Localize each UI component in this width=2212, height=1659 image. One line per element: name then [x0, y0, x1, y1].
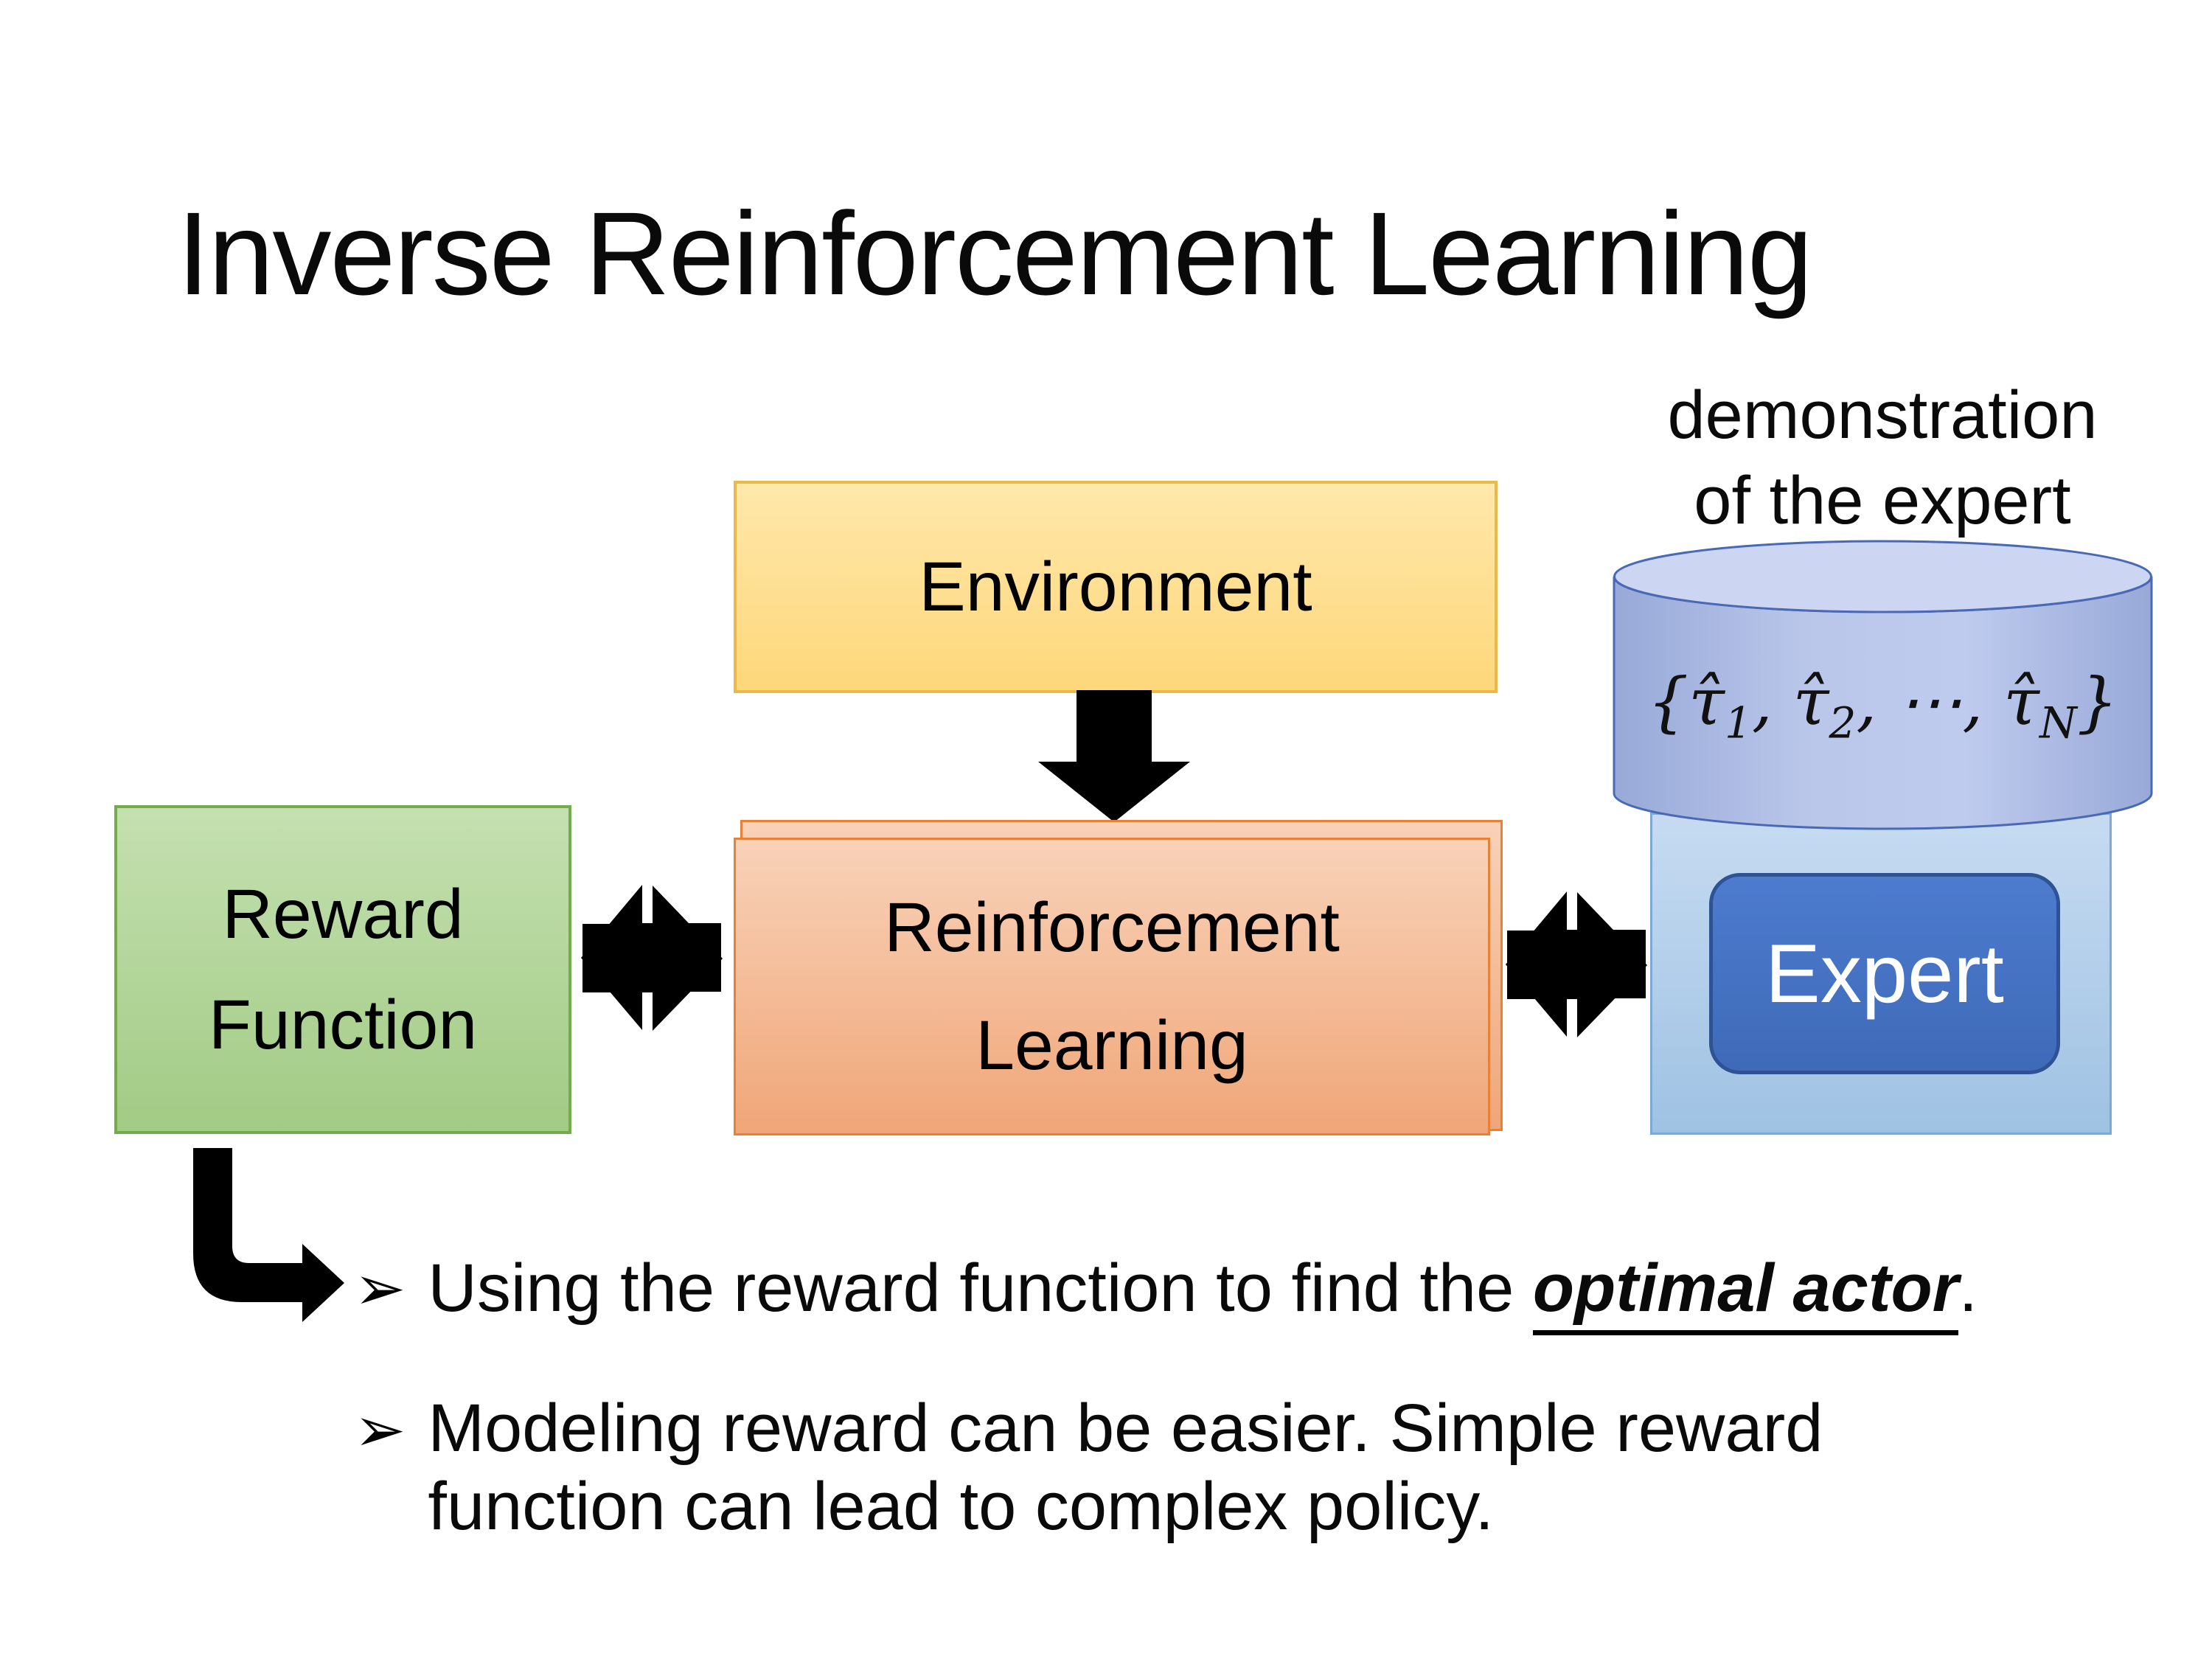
double-arrow-right-icon: [1506, 891, 1647, 1037]
bullet-2-marker-icon: ➢: [354, 1394, 406, 1466]
trajectory-set-label: {τ̂1, τ̂2, ⋯, τ̂N}: [1612, 664, 2154, 745]
bullet-1-pre: Using the reward function to find the: [428, 1251, 1533, 1326]
environment-label: Environment: [919, 547, 1312, 626]
bullet-1-marker-icon: ➢: [354, 1252, 406, 1324]
math-open-brace: {: [1647, 664, 1689, 740]
math-dots: ⋯: [1897, 664, 1963, 740]
demonstration-label-line1: demonstration: [1667, 378, 2098, 453]
rl-label-line1: Reinforcement: [884, 888, 1340, 967]
math-tau2: τ̂: [1792, 664, 1829, 740]
math-sep3: ,: [1962, 664, 2004, 740]
bullet-2-line2: function can lead to complex policy.: [428, 1469, 1494, 1544]
down-arrow-icon: [1038, 690, 1190, 822]
bullet-1: ➢ Using the reward function to find the …: [354, 1248, 2124, 1335]
math-sep2: ,: [1856, 664, 1898, 740]
page-title: Inverse Reinforcement Learning: [177, 187, 1813, 319]
bent-arrow-icon: [193, 1148, 344, 1322]
bullet-1-text: Using the reward function to find the op…: [428, 1248, 1978, 1335]
bullet-1-post: .: [1958, 1251, 1978, 1326]
demonstration-label: demonstration of the expert: [1587, 372, 2177, 543]
expert-label: Expert: [1765, 928, 2004, 1020]
expert-box: Expert: [1709, 873, 2060, 1074]
math-sep1: ,: [1751, 664, 1793, 740]
reward-label-line1: Reward: [222, 875, 464, 953]
math-sub1: 1: [1724, 698, 1752, 748]
math-tau1: τ̂: [1688, 664, 1725, 740]
environment-box: Environment: [734, 481, 1498, 693]
bullet-1-emphasis: optimal actor: [1532, 1251, 1959, 1335]
double-arrow-left-icon: [581, 885, 723, 1031]
demonstration-label-line2: of the expert: [1694, 463, 2071, 538]
reinforcement-learning-box: Reinforcement Learning: [734, 838, 1490, 1135]
bullet-2-line1: Modeling reward can be easier. Simple re…: [428, 1391, 1823, 1466]
math-close-brace: }: [2076, 664, 2118, 740]
math-subN: N: [2039, 698, 2077, 748]
bullet-2-text: Modeling reward can be easier. Simple re…: [428, 1389, 1823, 1545]
math-tauN: τ̂: [2003, 664, 2039, 740]
rl-label-line2: Learning: [975, 1006, 1248, 1085]
demonstration-cylinder-icon: [1613, 540, 2153, 830]
math-sub2: 2: [1829, 698, 1857, 748]
reward-function-box: Reward Function: [114, 805, 571, 1134]
reward-label-line2: Function: [208, 986, 478, 1064]
bullet-2: ➢ Modeling reward can be easier. Simple …: [354, 1389, 2124, 1545]
